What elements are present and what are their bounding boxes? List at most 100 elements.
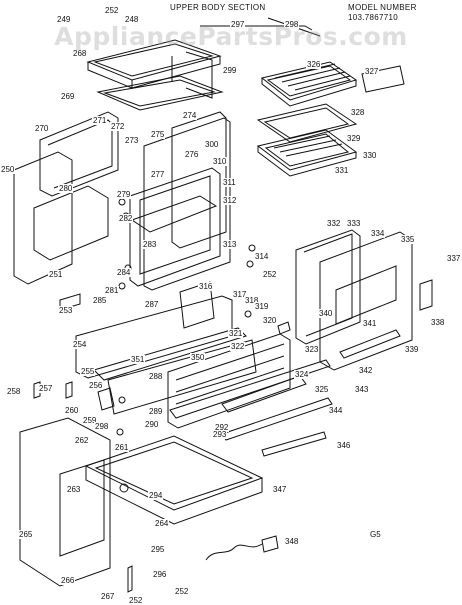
- part-callout: 293: [212, 430, 228, 439]
- part-callout: 275: [150, 130, 166, 139]
- part-callout: 323: [304, 345, 320, 354]
- part-callout: 272: [110, 122, 126, 131]
- part-callout: 285: [92, 296, 108, 305]
- part-callout: 312: [222, 196, 238, 205]
- part-callout: 280: [58, 184, 74, 193]
- oven-vent-trim: [200, 17, 321, 37]
- part-callout: 263: [66, 485, 82, 494]
- part-callout: 348: [284, 537, 300, 546]
- part-callout: 327: [364, 67, 380, 76]
- part-callout: 347: [272, 485, 288, 494]
- part-callout: 351: [130, 355, 146, 364]
- part-callout: 279: [116, 190, 132, 199]
- part-callout: 298: [94, 422, 110, 431]
- part-callout: 340: [318, 309, 334, 318]
- bottom-panel: [84, 435, 264, 525]
- part-callout: 333: [346, 219, 362, 228]
- part-callout: 288: [148, 372, 164, 381]
- part-callout: 314: [254, 252, 270, 261]
- broiler-trim: [361, 65, 405, 93]
- part-callout: 270: [34, 124, 50, 133]
- part-callout: 287: [144, 300, 160, 309]
- drawer-rail: [221, 397, 333, 441]
- left-side-panel: [13, 111, 119, 285]
- part-callout: 254: [72, 340, 88, 349]
- part-callout: 316: [198, 282, 214, 291]
- part-callout: 277: [150, 170, 166, 179]
- part-callout: 330: [362, 151, 378, 160]
- part-callout: 337: [446, 254, 462, 263]
- part-callout: 335: [400, 235, 416, 244]
- part-callout: 342: [358, 366, 374, 375]
- part-callout: 271: [92, 116, 108, 125]
- part-callout: 338: [430, 318, 446, 327]
- diagram-code: G5: [370, 530, 381, 539]
- part-callout: 341: [362, 319, 378, 328]
- model-number-value: 103.7867710: [348, 13, 399, 22]
- part-callout: 262: [74, 436, 90, 445]
- part-callout: 311: [222, 178, 237, 187]
- part-callout: 259: [82, 416, 98, 425]
- part-callout: 266: [60, 576, 76, 585]
- part-callout: 334: [370, 229, 386, 238]
- broiler-pan: [256, 103, 358, 177]
- part-callout: 268: [72, 49, 88, 58]
- part-callout: 299: [222, 66, 238, 75]
- part-callout: 274: [182, 111, 198, 120]
- part-callout: 260: [64, 406, 80, 415]
- part-callout: 257: [38, 384, 54, 393]
- part-callout: 261: [114, 443, 130, 452]
- part-callout: 295: [150, 545, 166, 554]
- part-callout: 331: [334, 166, 350, 175]
- drawer-slide: [261, 431, 327, 457]
- part-callout: 324: [294, 370, 310, 379]
- part-callout: 310: [212, 157, 228, 166]
- part-callout: 318: [244, 296, 260, 305]
- part-callout: 252: [104, 6, 120, 15]
- part-callout: 292: [214, 423, 230, 432]
- door-handle: [419, 279, 433, 311]
- part-callout: 344: [328, 406, 344, 415]
- lower-side-panel: [19, 417, 111, 587]
- model-number-label: MODEL NUMBER: [348, 3, 417, 12]
- part-callout: 313: [222, 240, 238, 249]
- section-title: UPPER BODY SECTION: [170, 3, 266, 12]
- part-callout: 252: [128, 596, 144, 605]
- part-callout: 328: [350, 108, 366, 117]
- oven-front-frame: [129, 167, 221, 287]
- part-callout: 284: [116, 268, 132, 277]
- part-callout: 250: [0, 165, 16, 174]
- part-callout: 273: [124, 136, 140, 145]
- part-callout: 297: [230, 20, 246, 29]
- part-callout: 248: [124, 15, 140, 24]
- part-callout: 253: [58, 306, 74, 315]
- part-callout: 326: [306, 60, 322, 69]
- cooktop-liner: [96, 51, 224, 111]
- part-callout: 298: [284, 20, 300, 29]
- part-callout: 320: [262, 316, 278, 325]
- part-callout: 321: [228, 329, 244, 338]
- part-callout: 252: [174, 587, 190, 596]
- part-callout: 296: [152, 570, 168, 579]
- part-callout: 249: [56, 15, 72, 24]
- part-callout: 289: [148, 407, 164, 416]
- part-callout: 322: [230, 342, 246, 351]
- part-callout: 282: [118, 214, 134, 223]
- part-callout: 290: [144, 420, 160, 429]
- part-callout: 332: [326, 219, 342, 228]
- hardware: [33, 198, 291, 593]
- part-callout: 350: [190, 353, 206, 362]
- part-callout: 281: [104, 286, 120, 295]
- part-callout: 265: [18, 530, 34, 539]
- wiring-harness: [205, 535, 279, 561]
- part-callout: 269: [60, 92, 76, 101]
- part-callout: 251: [48, 270, 64, 279]
- part-callout: 339: [404, 345, 420, 354]
- part-callout: 343: [354, 385, 370, 394]
- part-callout: 255: [80, 367, 96, 376]
- part-callout: 283: [142, 240, 158, 249]
- part-callout: 346: [336, 441, 352, 450]
- part-callout: 256: [88, 381, 104, 390]
